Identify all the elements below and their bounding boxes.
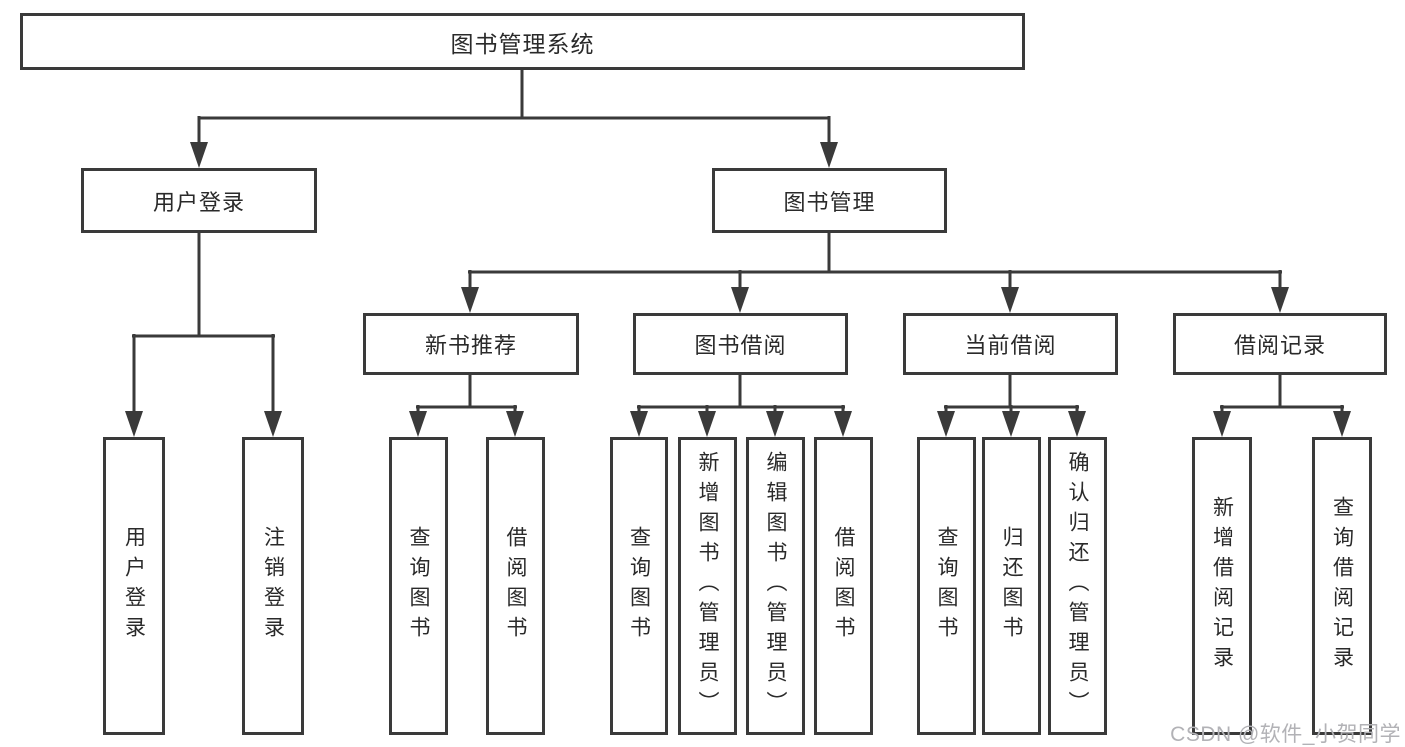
node-borrow-records-label: 借阅记录 [1233, 333, 1326, 358]
arrowhead-icon [1002, 411, 1020, 437]
arrowhead-icon [190, 142, 208, 168]
leaf-logout-login-label: 注销登录 [261, 526, 285, 646]
node-borrow-records: 借阅记录 [1173, 313, 1387, 375]
node-book-management-label: 图书管理 [783, 189, 876, 215]
node-user-login: 用户登录 [81, 168, 317, 233]
arrowhead-icon [1271, 287, 1289, 313]
arrowhead-icon [820, 142, 838, 168]
leaf-current-confirm-admin-label: 确认归还（管理员） [1066, 451, 1089, 721]
leaf-current-return: 归还图书 [982, 437, 1041, 735]
arrowhead-icon [731, 287, 749, 313]
node-book-borrow: 图书借阅 [633, 313, 848, 375]
node-new-book-recommend: 新书推荐 [363, 313, 579, 375]
node-new-book-recommend-label: 新书推荐 [424, 333, 517, 358]
leaf-user-login: 用户登录 [103, 437, 165, 735]
leaf-records-add-label: 新增借阅记录 [1210, 496, 1234, 676]
leaf-current-confirm-admin: 确认归还（管理员） [1048, 437, 1107, 735]
arrowhead-icon [506, 411, 524, 437]
leaf-current-return-label: 归还图书 [1000, 526, 1023, 646]
csdn-watermark: CSDN @软件_小贺同学 [1170, 723, 1401, 746]
leaf-borrow-query: 查询图书 [610, 437, 668, 735]
arrowhead-icon [264, 411, 282, 437]
arrowhead-icon [937, 411, 955, 437]
leaf-user-login-label: 用户登录 [122, 526, 146, 646]
leaf-current-query-label: 查询图书 [935, 526, 958, 646]
node-current-borrow-label: 当前借阅 [964, 333, 1057, 358]
leaf-newbooks-borrow-label: 借阅图书 [504, 526, 527, 646]
arrowhead-icon [834, 411, 852, 437]
leaf-borrow-edit-admin-label: 编辑图书（管理员） [764, 451, 787, 721]
arrowhead-icon [409, 411, 427, 437]
leaf-logout-login: 注销登录 [242, 437, 304, 735]
node-root-label: 图书管理系统 [450, 30, 595, 57]
leaf-borrow-add-admin-label: 新增图书（管理员） [696, 451, 719, 721]
node-book-borrow-label: 图书借阅 [694, 333, 787, 358]
leaf-records-add: 新增借阅记录 [1192, 437, 1252, 735]
arrowhead-icon [1001, 287, 1019, 313]
node-user-login-label: 用户登录 [152, 189, 245, 215]
leaf-borrow-edit-admin: 编辑图书（管理员） [746, 437, 805, 735]
leaf-borrow-query-label: 查询图书 [627, 526, 651, 646]
arrowhead-icon [766, 411, 784, 437]
arrowhead-icon [1333, 411, 1351, 437]
node-book-management: 图书管理 [712, 168, 947, 233]
leaf-borrow-borrow-label: 借阅图书 [832, 526, 855, 646]
leaf-newbooks-query-label: 查询图书 [407, 526, 430, 646]
arrowhead-icon [630, 411, 648, 437]
leaf-records-query-label: 查询借阅记录 [1330, 496, 1354, 676]
arrowhead-icon [125, 411, 143, 437]
arrowhead-icon [698, 411, 716, 437]
leaf-newbooks-borrow: 借阅图书 [486, 437, 545, 735]
leaf-current-query: 查询图书 [917, 437, 976, 735]
node-current-borrow: 当前借阅 [903, 313, 1118, 375]
arrowhead-icon [1068, 411, 1086, 437]
leaf-newbooks-query: 查询图书 [389, 437, 448, 735]
leaf-borrow-add-admin: 新增图书（管理员） [678, 437, 737, 735]
leaf-records-query: 查询借阅记录 [1312, 437, 1372, 735]
leaf-borrow-borrow: 借阅图书 [814, 437, 873, 735]
arrowhead-icon [1213, 411, 1231, 437]
node-root-library-system: 图书管理系统 [20, 13, 1025, 70]
arrowhead-icon [461, 287, 479, 313]
